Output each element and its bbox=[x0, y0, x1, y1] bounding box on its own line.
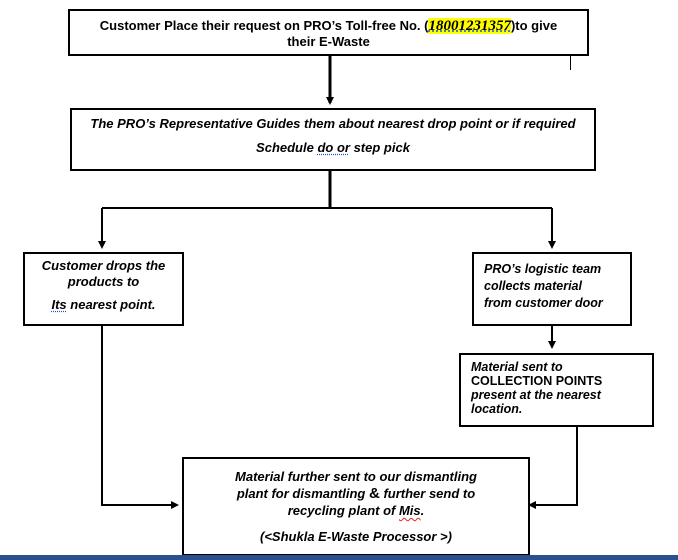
step-request-box: Customer Place their request on PRO’s To… bbox=[68, 9, 589, 56]
step-guidance-box: The PRO’s Representative Guides them abo… bbox=[70, 108, 596, 171]
drop-line-3: Its nearest point. bbox=[25, 297, 182, 313]
guidance-line-2: Schedule do or step pick bbox=[72, 140, 594, 156]
request-text-a: Customer Place their request on PRO’s To… bbox=[99, 18, 429, 33]
processor-name: (<Shukla E-Waste Processor >) bbox=[260, 529, 452, 544]
request-line-1: Customer Place their request on PRO’s To… bbox=[70, 18, 587, 34]
drop-line-2: products to bbox=[67, 274, 140, 289]
arrow-box3-to-box6 bbox=[101, 326, 179, 509]
bottom-bar bbox=[0, 555, 678, 560]
drop-text-a: Its bbox=[51, 297, 67, 312]
step-logistic-pickup-box: PRO’s logistic team collects material fr… bbox=[472, 252, 632, 326]
pickup-line-2: collects material bbox=[484, 279, 582, 293]
collection-line-3: present at the nearest bbox=[471, 388, 601, 402]
text-cursor bbox=[570, 56, 571, 70]
guidance-text-a: Schedule bbox=[256, 140, 318, 155]
collection-line-4: location. bbox=[471, 402, 523, 416]
dismantling-line-1: Material further sent to our dismantling bbox=[235, 469, 477, 484]
arrow-box5-to-box6 bbox=[528, 427, 578, 509]
dismantling-text-mis: Mis bbox=[398, 503, 421, 518]
step-dismantling-box: Material further sent to our dismantling… bbox=[182, 457, 530, 556]
drop-text-b: nearest point. bbox=[66, 297, 156, 312]
dismantling-ampersand: & bbox=[368, 485, 380, 502]
toll-free-number: 18001231357 bbox=[428, 18, 511, 34]
request-text-b: )to give bbox=[510, 18, 558, 33]
step-customer-drop-box: Customer drops the products to Its neare… bbox=[23, 252, 184, 326]
guidance-text-b: do or bbox=[317, 140, 350, 155]
guidance-line-1: The PRO’s Representative Guides them abo… bbox=[90, 116, 576, 131]
dismantling-text-period: . bbox=[420, 503, 425, 518]
dismantling-line-2: plant for dismantling & further send to bbox=[184, 485, 528, 502]
pickup-line-3: from customer door bbox=[484, 296, 603, 310]
collection-line-2: COLLECTION POINTS bbox=[471, 374, 603, 388]
pickup-line-1: PRO’s logistic team bbox=[484, 262, 602, 276]
drop-line-1: Customer drops the bbox=[41, 258, 166, 273]
dismantling-line-3: recycling plant of Mis. bbox=[184, 502, 528, 519]
request-line-2: their E-Waste bbox=[287, 34, 370, 49]
guidance-text-c: step pick bbox=[349, 140, 410, 155]
step-collection-points-box: Material sent to COLLECTION POINTS prese… bbox=[459, 353, 654, 427]
dismantling-text-b: further send to bbox=[379, 486, 476, 501]
collection-line-1: Material sent to bbox=[471, 360, 563, 374]
dismantling-text-c: recycling plant of bbox=[287, 503, 399, 518]
dismantling-text-a: plant for dismantling bbox=[236, 486, 369, 501]
